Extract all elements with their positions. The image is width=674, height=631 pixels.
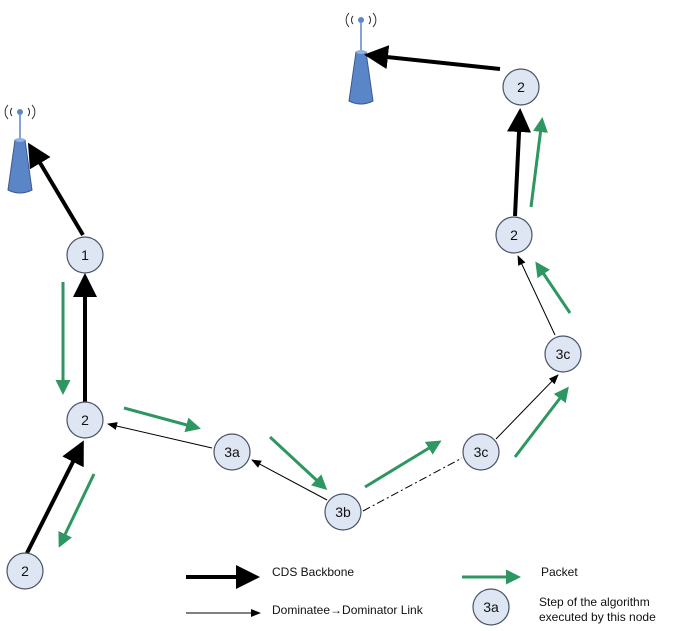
node-n3a: 3a [213, 433, 251, 471]
link-n3b-to-n3a [251, 459, 328, 501]
link-n3chigh-to-n2mid [517, 255, 556, 336]
node-label: 2 [81, 412, 89, 428]
packet-arrow [58, 473, 96, 548]
backbone-links [25, 45, 532, 554]
legend-step-line2: executed by this node [539, 610, 656, 624]
tower-top-icon [345, 12, 377, 105]
legend-step-line1: Step of the algorithm [539, 595, 650, 609]
legend: CDS Backbone Packet Dominatee→Dominator … [186, 565, 656, 626]
node-label: 2 [517, 79, 525, 95]
node-n3c-high: 3c [544, 335, 582, 373]
legend-link-label: Dominatee→Dominator Link [272, 603, 424, 617]
backbone-n1-to-tower [27, 142, 85, 237]
packet-arrow [123, 406, 201, 433]
backbone-n2bottom-to-n2 [25, 440, 84, 554]
dominatee-links [107, 255, 559, 512]
packet-arrow [513, 386, 569, 458]
packet-arrows [55, 117, 572, 548]
node-n2-right-top: 2 [502, 68, 540, 106]
link-n3b-n3c-dashed [362, 457, 463, 512]
link-n3a-to-n2 [107, 422, 213, 449]
node-n3c-low: 3c [462, 433, 500, 471]
packet-arrow [529, 117, 548, 208]
backbone-n2top-to-tower [364, 45, 501, 71]
backbone-n2mid-to-n2top [507, 108, 532, 217]
node-label: 1 [81, 247, 89, 263]
legend-step-node [472, 588, 510, 626]
node-label: 3c [474, 444, 489, 460]
link-n3clow-to-n3chigh [495, 374, 559, 440]
legend-step-symbol: 3a [483, 599, 499, 615]
node-n2-left: 2 [66, 401, 104, 439]
node-label: 3b [335, 504, 351, 520]
node-n1: 1 [66, 236, 104, 274]
packet-arrow [268, 435, 328, 491]
node-n2-right-mid: 2 [495, 216, 533, 254]
legend-packet-label: Packet [541, 565, 578, 579]
node-n2-bottom: 2 [6, 552, 44, 590]
packet-arrow [364, 440, 442, 489]
legend-backbone-label: CDS Backbone [272, 565, 354, 579]
node-label: 3a [224, 444, 240, 460]
node-n3b: 3b [324, 493, 362, 531]
packet-arrow [535, 261, 572, 314]
node-label: 2 [510, 227, 518, 243]
tower-left-icon [4, 104, 36, 194]
node-label: 2 [21, 563, 29, 579]
node-label: 3c [556, 346, 571, 362]
